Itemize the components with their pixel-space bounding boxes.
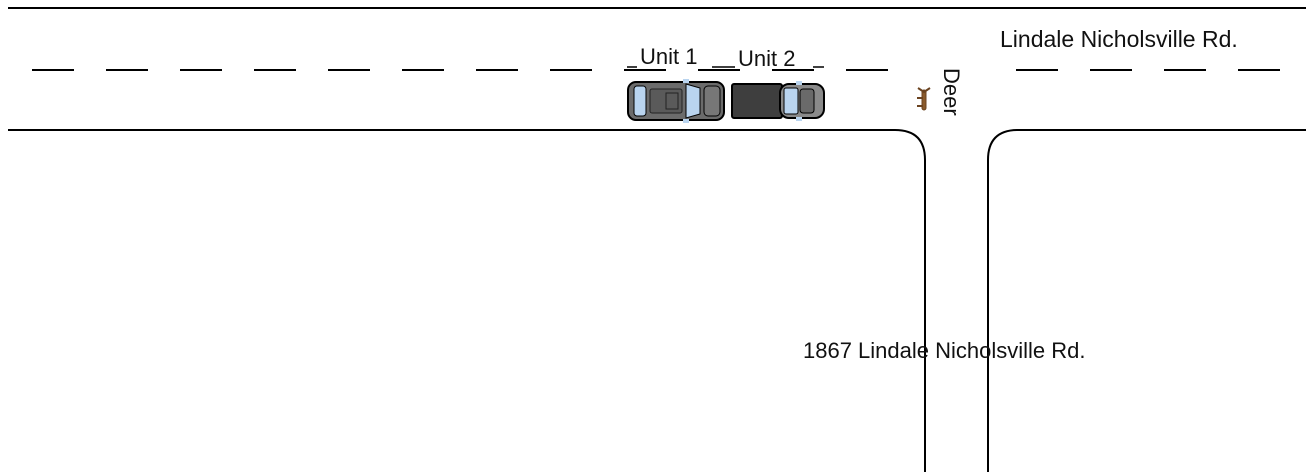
- unit2-label: Unit 2: [738, 46, 795, 71]
- main-road-label: Lindale Nicholsville Rd.: [1000, 26, 1238, 52]
- pickup-truck-icon: [731, 81, 825, 121]
- main-road-bottom-edge-left: [8, 129, 926, 472]
- side-road-label: 1867 Lindale Nicholsville Rd.: [803, 338, 1086, 363]
- deer-icon: [917, 87, 931, 111]
- road-edges: [8, 7, 1306, 472]
- deer-label: Deer: [939, 68, 964, 116]
- unit1-label: Unit 1: [640, 44, 697, 69]
- suv-icon: [627, 79, 725, 123]
- main-road-bottom-edge-right: [987, 129, 1306, 472]
